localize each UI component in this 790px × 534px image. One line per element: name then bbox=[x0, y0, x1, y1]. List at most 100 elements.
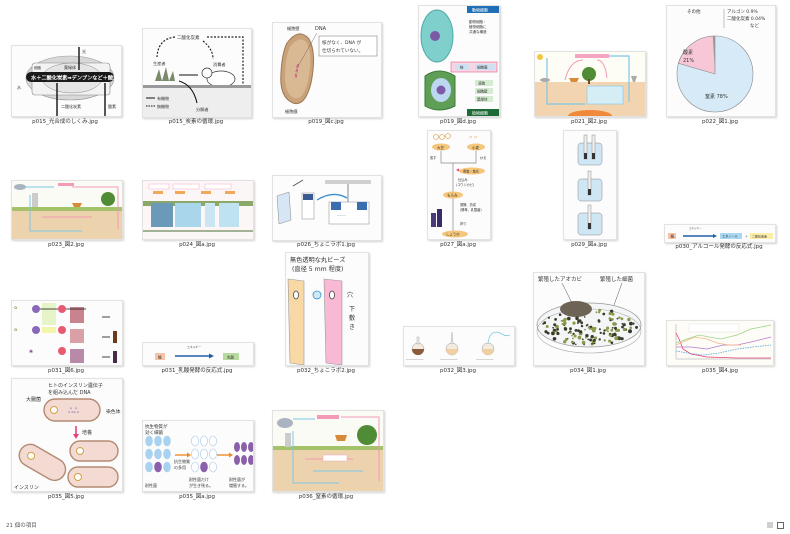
colony bbox=[584, 336, 587, 339]
beads-title-2: (直径 5 mm 程度) bbox=[292, 265, 343, 273]
flask-note: ――――――― bbox=[476, 358, 494, 361]
colony bbox=[620, 337, 624, 341]
hole-label: 穴 bbox=[347, 291, 353, 299]
thumbnail-carbon-cycle-2[interactable] bbox=[534, 51, 646, 117]
file-name: p022_図1.jpg bbox=[702, 119, 738, 125]
cell-wall-label: 細胞壁 bbox=[287, 25, 300, 32]
note-line2: 仕切られていない。 bbox=[322, 47, 363, 54]
bacterium bbox=[234, 442, 240, 452]
thumbnail-sewage-treatment[interactable] bbox=[142, 180, 254, 240]
culture-label: 培養 bbox=[82, 429, 92, 436]
ecoli-label: 大腸菌 bbox=[26, 396, 41, 403]
file-name: p024_図a.jpg bbox=[179, 242, 215, 248]
file-name: p035_図5.jpg bbox=[48, 494, 84, 500]
colony bbox=[575, 316, 579, 321]
survive-label-1: 耐性菌だけ bbox=[189, 476, 209, 482]
bacterium bbox=[163, 435, 171, 447]
thumbnail-nitrogen-cycle-2[interactable] bbox=[11, 180, 123, 240]
thumbnail-line-chart[interactable] bbox=[666, 320, 774, 366]
thumbnail-flask-experiment[interactable]: ――――――― ――――――― ――――――― bbox=[403, 326, 515, 366]
bacterium bbox=[200, 448, 208, 460]
thumbnail-cell-structures[interactable]: 動物細胞 動物細胞・ 植物細胞に 共通な構造 核 細胞膜 液胞 細胞壁 葉緑体 … bbox=[418, 5, 500, 117]
bacterium bbox=[209, 435, 217, 447]
sheet-label-1: 下 bbox=[349, 306, 355, 313]
file-name: p036_窒素の循環.jpg bbox=[298, 494, 354, 500]
pie-label-etc: など bbox=[750, 22, 759, 29]
thumbnail-soy-sauce[interactable]: 〃〃 大豆 小麦 蒸す 炒る 食塩・塩水 ◀ 仕込み (コウジカビ) もろみ 発… bbox=[427, 130, 491, 240]
colony bbox=[572, 332, 575, 335]
colony bbox=[595, 311, 598, 314]
thumbnail-photosynthesis[interactable]: 水＋二酸化炭素➡デンプンなど＋酸素 光 細胞 葉緑体 水 二酸化炭素 酸素 bbox=[11, 45, 122, 117]
fermentation-label-2: (酵母、乳酸菌) bbox=[460, 207, 482, 212]
bacterium bbox=[163, 448, 171, 460]
sugar-label: 糖 bbox=[671, 234, 675, 239]
bacterium bbox=[200, 461, 208, 473]
koji-label-1: 仕込み bbox=[458, 177, 468, 182]
colony bbox=[585, 334, 589, 338]
bacterium bbox=[145, 448, 153, 460]
thumbnail-lactic-fermentation-equation[interactable]: 糖 エネルギー 乳酸 bbox=[142, 342, 254, 366]
equation-text: 水＋二酸化炭素➡デンプンなど＋酸素 bbox=[31, 74, 119, 82]
colony bbox=[581, 338, 584, 341]
antibiotic-label-2: 効く細菌 bbox=[145, 429, 163, 436]
vacuole-tag: 液胞 bbox=[478, 81, 486, 86]
note-line1: 核がなく、DNA が bbox=[322, 39, 362, 46]
item-count: 21 個の項目 bbox=[6, 523, 37, 529]
thumbnail-bacteria-cell[interactable]: ≈≈≈ 細胞壁 DNA 核がなく、DNA が 仕切られていない。 細胞膜 bbox=[272, 22, 382, 118]
large-icons-view-icon[interactable] bbox=[777, 522, 784, 529]
thumbnail-fermentation-diagram[interactable]: ✿ ✿ ❀ bbox=[11, 300, 123, 366]
thumbnail-antibiotic-resistance[interactable]: 抗生物質が 効く細菌 抗生物質 の多用 耐性菌 耐性菌だけ が生き残る。 耐性菌… bbox=[142, 420, 254, 492]
cell-label: 細胞 bbox=[34, 65, 41, 70]
grow-label-1: 耐性菌が bbox=[229, 476, 245, 482]
decomposer-label: 分解者 bbox=[196, 106, 209, 113]
membrane-tag: 細胞膜 bbox=[477, 65, 488, 70]
bacterium bbox=[191, 448, 199, 460]
colony bbox=[583, 343, 585, 346]
pie-label-other: その他 bbox=[687, 8, 701, 15]
thumbnail-air-composition-pie[interactable]: その他 アルゴン 0.9% 二酸化炭素 0.04% など 酸素 21% 窒素 7… bbox=[666, 5, 776, 117]
beaker-1 bbox=[577, 134, 603, 166]
status-bar: 21 個の項目 bbox=[0, 514, 790, 534]
colony bbox=[551, 331, 555, 336]
pie-label-nitrogen: 窒素 78% bbox=[705, 93, 728, 100]
thumbnail-nitrogen-cycle[interactable] bbox=[272, 410, 384, 492]
thumbnail-bead-microscope-lab[interactable]: 無色透明な丸ビーズ (直径 5 mm 程度) 穴 下 敷 き bbox=[285, 252, 369, 366]
fermentation-label-1: 発酵、熟成 bbox=[460, 202, 477, 207]
details-view-icon[interactable] bbox=[767, 522, 773, 528]
colony bbox=[552, 326, 554, 329]
colony bbox=[569, 327, 572, 331]
colony bbox=[593, 326, 597, 330]
dna-label-2: を組み込んだ DNA bbox=[48, 389, 91, 396]
thumbnail-insulin-ecoli[interactable]: ヒトのインスリン遺伝子 を組み込んだ DNA 大腸菌 ஃஃ 染色体 培養 インス… bbox=[11, 378, 123, 492]
colony bbox=[545, 330, 548, 334]
bacterium bbox=[145, 461, 153, 473]
colony bbox=[554, 330, 557, 333]
thumbnail-petri-dish[interactable]: 繁殖したアオカビ 繁殖した細菌 bbox=[533, 272, 645, 366]
cellwall-tag: 細胞壁 bbox=[477, 89, 488, 94]
flask-note: ――――――― bbox=[440, 358, 458, 361]
colony bbox=[552, 337, 557, 341]
grow-label-2: 増殖する。 bbox=[229, 482, 249, 488]
colony bbox=[610, 328, 614, 332]
mold-label: 繁殖したアオカビ bbox=[538, 275, 583, 283]
bacteria-colonies bbox=[542, 308, 638, 346]
bacteria-label: 繁殖した細菌 bbox=[600, 275, 634, 283]
file-name: p019_図d.jpg bbox=[440, 119, 476, 125]
colony bbox=[592, 338, 596, 342]
thumbnail-fermentation-experiment[interactable] bbox=[563, 130, 617, 240]
thumbnail-alcohol-fermentation-equation[interactable]: 糖 エネルギー エタノール + 二酸化炭素 bbox=[664, 224, 776, 243]
thumbnail-carbon-cycle[interactable]: 二酸化炭素 生産者 消費者 分解者 有機物 無機物 bbox=[142, 28, 252, 118]
colony bbox=[573, 334, 577, 338]
bacterium bbox=[191, 435, 199, 447]
roast-label: 炒る bbox=[480, 155, 486, 160]
overuse-label-1: 抗生物質 bbox=[174, 458, 190, 464]
plus-sign: + bbox=[745, 235, 748, 239]
colony bbox=[564, 317, 567, 321]
pie-label-co2: 二酸化炭素 0.04% bbox=[727, 15, 766, 22]
colony bbox=[572, 321, 576, 325]
colony bbox=[599, 331, 602, 334]
file-name: p035_図4.jpg bbox=[702, 368, 738, 374]
thumbnail-yogurt-lab[interactable]: ——— bbox=[272, 175, 382, 241]
colony bbox=[560, 320, 563, 322]
colony bbox=[542, 323, 544, 325]
